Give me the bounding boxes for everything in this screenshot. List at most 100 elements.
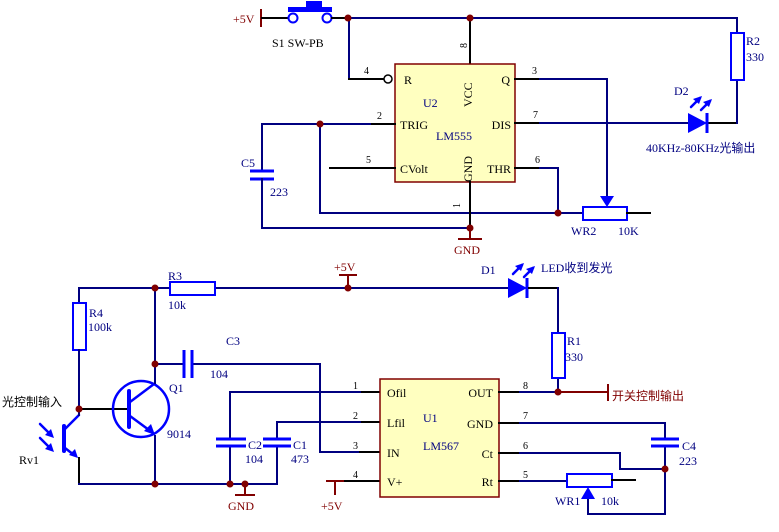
port-switch-output-bar — [557, 384, 609, 401]
u2-body — [394, 63, 516, 183]
wr1-wiper-arrow — [581, 487, 595, 499]
rv1-light-arrowhead-1 — [45, 429, 54, 438]
pushbutton-s1: S1 SW-PB — [272, 1, 333, 50]
net-wr1-wiper — [587, 468, 666, 515]
u2-pin-gnd-label: GND — [461, 156, 475, 182]
q1-emitter-line — [128, 414, 151, 432]
wr1-ref: WR1 — [555, 494, 580, 508]
junction-dot — [151, 480, 159, 488]
u2-pin3-number: 3 — [532, 66, 537, 77]
net-u1-gnd — [519, 422, 666, 470]
junction-dots — [75, 14, 669, 488]
q1-value: 9014 — [167, 427, 191, 441]
u2-pin-dis-label: DIS — [492, 118, 511, 132]
u1-pin7-number: 7 — [523, 411, 528, 422]
junction-dot — [344, 14, 352, 22]
wr2-value: 10K — [618, 224, 639, 238]
r4-value: 100k — [88, 320, 112, 334]
led-d2: D2 40KHz-80KHz光输出 — [646, 84, 755, 155]
c1-plates — [263, 437, 291, 448]
u1-pin-out-label: OUT — [468, 386, 493, 400]
net-gnd-u2 — [261, 178, 471, 229]
u2-pin6-number: 6 — [535, 155, 540, 166]
junction-dot — [316, 120, 324, 128]
junction-dot — [151, 284, 159, 292]
u2-pin-r-label: R — [404, 73, 412, 87]
c2-value: 104 — [245, 452, 263, 466]
r4-ref: R4 — [89, 306, 103, 320]
s1-label: S1 SW-PB — [272, 36, 324, 50]
resistor-r1: R1 330 — [551, 287, 583, 393]
ic-u1-lm567: U1 LM567 Ofil Lfil IN V+ OUT GND Ct Rt 1… — [353, 378, 528, 498]
r3-body — [169, 281, 216, 296]
u1-pin-vplus-label: V+ — [387, 475, 403, 489]
capacitor-c3: C3 104 — [182, 334, 240, 381]
power-5v-mid-label: +5V — [334, 260, 356, 274]
photodetector-rv1: Rv1 — [19, 408, 81, 485]
u1-pin-in-label: IN — [387, 446, 400, 460]
ic-u2-lm555: U2 LM555 R TRIG CVolt Q DIS THR VCC GND … — [364, 43, 540, 208]
u2-pin-cvolt-label: CVolt — [400, 162, 428, 176]
ground-symbol-u1: GND — [228, 483, 255, 513]
s1-contact-left — [287, 12, 299, 24]
r1-body — [551, 332, 566, 379]
junction-dot — [241, 480, 249, 488]
junction-dot — [554, 388, 562, 396]
power-5v-u1-label: +5V — [321, 499, 343, 513]
junction-dot — [75, 405, 83, 413]
d1-arrowhead-2 — [526, 266, 535, 274]
d2-arrowhead-1 — [693, 96, 702, 104]
d2-triangle — [688, 113, 707, 133]
c3-value: 104 — [210, 367, 228, 381]
c1-value: 473 — [291, 452, 309, 466]
rv1-light-arrowhead-2 — [45, 443, 54, 452]
port-light-input-label: 光控制输入 — [2, 394, 62, 409]
d1-arrowhead-1 — [515, 263, 524, 271]
wr2-wiper-arrow — [600, 196, 614, 207]
junction-dot — [466, 14, 474, 22]
d2-arrowhead-2 — [703, 99, 712, 107]
u1-pin6-number: 6 — [523, 441, 528, 452]
power-5v-u1-symbol — [326, 480, 344, 495]
wr1-value: 10k — [601, 494, 619, 508]
u2-pin-thr-label: THR — [487, 162, 511, 176]
u2-pin5-number: 5 — [366, 155, 371, 166]
net-collector-c3-in — [154, 287, 361, 453]
u2-pin1-number: 1 — [452, 203, 463, 208]
u1-pin-lfil-label: Lfil — [387, 416, 406, 430]
transistor-q1: Q1 9014 — [111, 379, 191, 441]
resistor-r4: R4 100k — [72, 302, 112, 410]
r1-ref: R1 — [567, 334, 581, 348]
c2-plates — [216, 437, 246, 448]
r2-value: 330 — [746, 50, 764, 64]
potentiometer-wr1: WR1 10k — [555, 473, 636, 508]
wr2-body — [582, 206, 628, 221]
u1-part: LM567 — [423, 439, 459, 453]
port-switch-output: 开关控制输出 — [557, 384, 684, 403]
power-5v-top-label: +5V — [233, 12, 255, 26]
c5-ref: C5 — [241, 156, 255, 170]
net-ofil — [229, 391, 361, 485]
c4-plates — [651, 437, 679, 448]
net-vcc-rail — [347, 17, 738, 34]
u1-ref: U1 — [423, 411, 438, 425]
rv1-ref: Rv1 — [19, 453, 39, 467]
c5-value: 223 — [270, 185, 288, 199]
net-q-output — [539, 78, 608, 197]
wr2-ref: WR2 — [571, 224, 596, 238]
capacitor-c2: C2 104 — [216, 437, 263, 466]
resistor-r2: R2 330 — [730, 32, 764, 81]
q1-collector-line — [128, 382, 156, 404]
s1-actuator-cap — [306, 1, 322, 7]
c1-ref: C1 — [293, 438, 307, 452]
u1-pin1-number: 1 — [353, 381, 358, 392]
c2-ref: C2 — [248, 438, 262, 452]
c4-ref: C4 — [682, 439, 696, 453]
potentiometer-wr2: WR2 10K — [571, 196, 651, 238]
s1-actuator-bar — [288, 7, 332, 12]
junction-dot — [151, 360, 159, 368]
u1-body — [379, 378, 500, 498]
rv1-emitter-arrowhead — [69, 449, 78, 458]
junction-dot — [226, 480, 234, 488]
